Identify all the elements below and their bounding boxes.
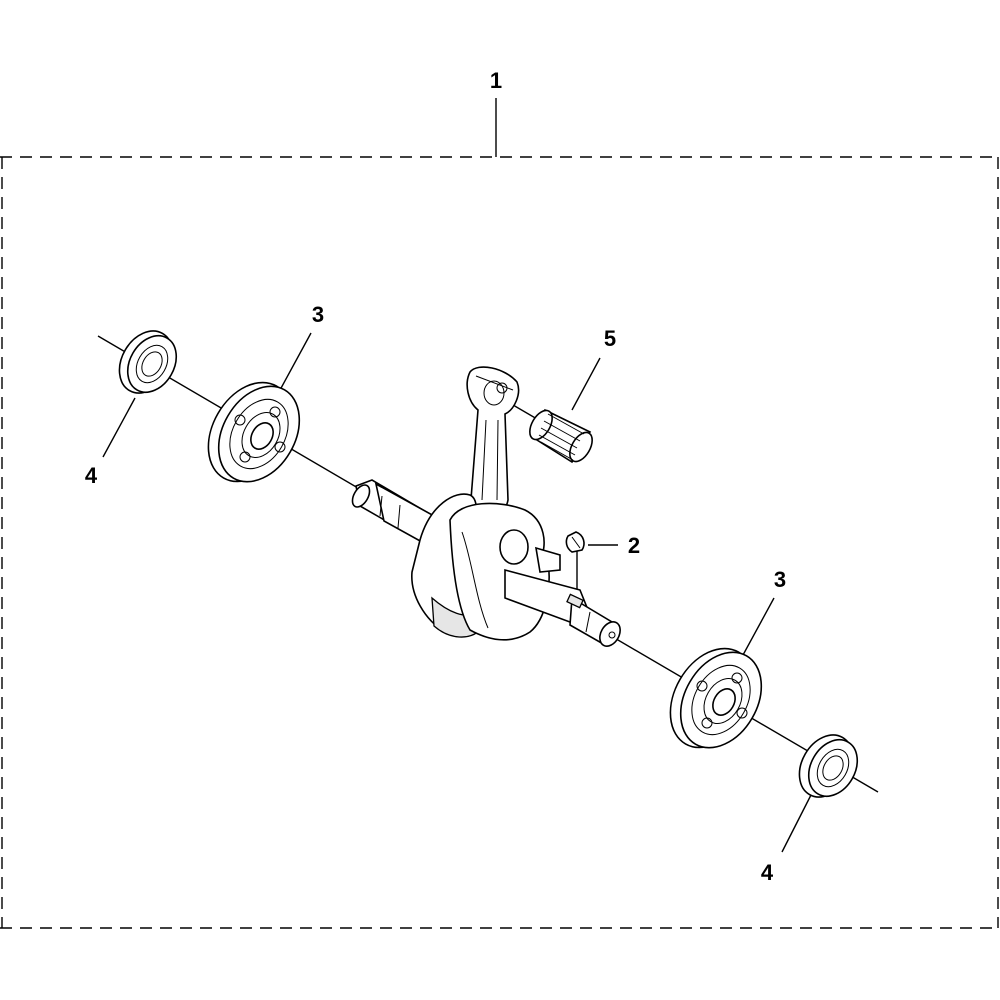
callout-bearing-left: 3 xyxy=(312,302,324,327)
oil-seal-right xyxy=(798,734,859,798)
crankshaft-right-journal xyxy=(504,568,621,647)
oil-seal-left xyxy=(118,330,178,394)
woodruff-key xyxy=(565,531,585,553)
callout-key: 2 xyxy=(628,533,640,558)
ball-bearing-left xyxy=(207,381,301,483)
kit-boundary xyxy=(0,156,1000,929)
needle-bearing xyxy=(529,408,593,464)
callout-kit: 1 xyxy=(490,68,502,93)
callout-needle-bearing: 5 xyxy=(604,326,616,351)
crank-web-assembly xyxy=(411,493,561,641)
connecting-rod xyxy=(466,366,520,519)
callout-bearing-right: 3 xyxy=(774,567,786,592)
callout-seal-right: 4 xyxy=(761,860,774,885)
callout-seal-left: 4 xyxy=(85,463,98,488)
ball-bearing-right xyxy=(669,647,763,749)
